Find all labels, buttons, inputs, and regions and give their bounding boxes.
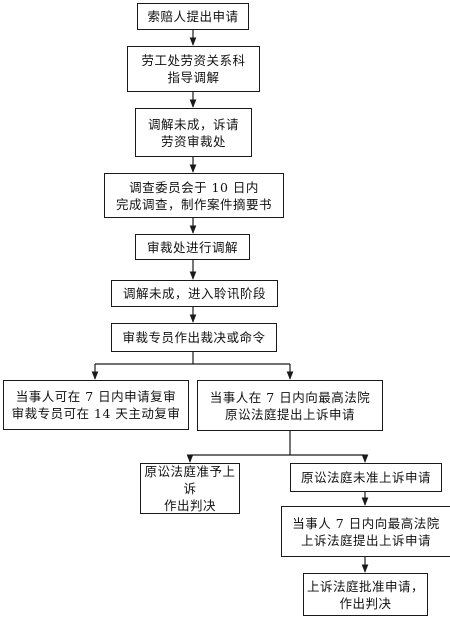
step-final-judgment: 上诉法庭批准申请， 作出判决 [303,573,428,616]
step-appeal-denied: 原讼法庭未准上诉申请 [290,463,442,492]
step-appeal-granted: 原讼法庭准予上诉 作出判决 [140,463,240,514]
step-labor-guidance: 劳工处劳资关系科 指导调解 [127,46,260,92]
step-appeal: 当事人在 7 日内向最高法院 原讼法庭提出上诉申请 [197,380,383,431]
step-claim: 索赔人提出申请 [137,3,249,30]
step-judgment: 审裁专员作出裁决或命令 [111,323,277,352]
step-tribunal-mediation: 审裁处进行调解 [135,234,250,260]
step-further-appeal: 当事人 7 日内向最高法院 上诉法庭提出上诉申请 [281,506,450,557]
step-mediation-failed-arbitration: 调解未成，诉请 劳资审裁处 [135,108,252,157]
step-review: 当事人可在 7 日内申请复审 审裁专员可在 14 天主动复审 [3,380,189,430]
step-hearing-stage: 调解未成，进入聆讯阶段 [111,280,278,307]
step-investigation: 调查委员会于 10 日内 完成调查，制作案件摘要书 [104,173,284,218]
